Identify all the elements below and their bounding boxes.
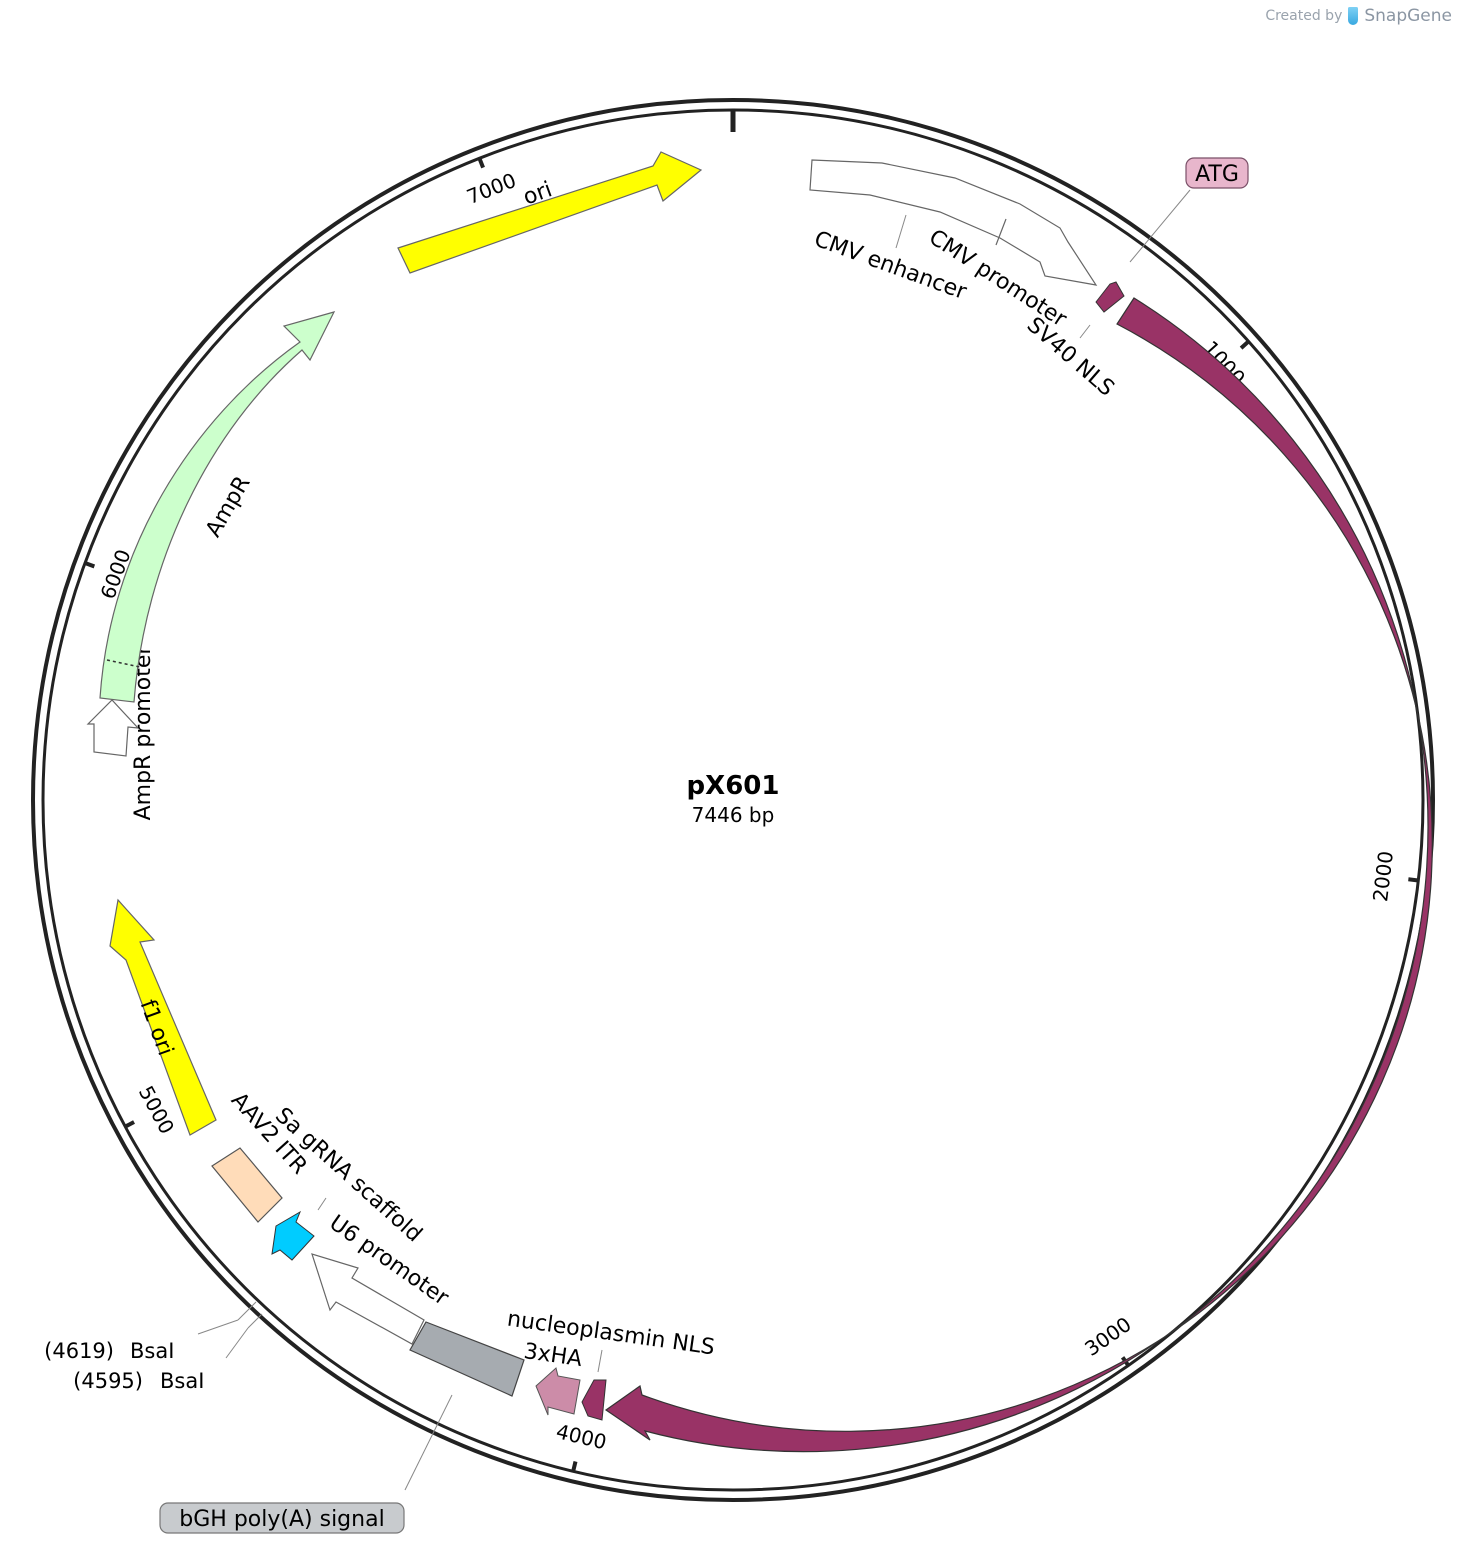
feature-sv40-nls-label: SV40 NLS bbox=[1022, 313, 1119, 402]
tick-5000 bbox=[124, 1120, 135, 1129]
tick-2000 bbox=[1408, 877, 1419, 883]
feature-aav2-itr[interactable] bbox=[211, 1147, 283, 1223]
tick-label-7000: 7000 bbox=[463, 168, 519, 209]
site-bsai-4619[interactable]: (4619) BsaI bbox=[44, 1301, 257, 1363]
feature-ampr-promoter[interactable] bbox=[86, 699, 140, 757]
feature-atg-label: ATG bbox=[1195, 162, 1239, 187]
feature-ori[interactable]: ori bbox=[397, 151, 703, 274]
tick-1000 bbox=[1239, 339, 1250, 350]
feature-3xha[interactable] bbox=[535, 1367, 581, 1416]
snapgene-logo-icon bbox=[1348, 7, 1359, 25]
feature-3xha-label: 3xHA bbox=[522, 1339, 584, 1372]
credit-prefix: Created by bbox=[1265, 8, 1343, 24]
site-bsai-4595-position: (4595) bbox=[73, 1369, 143, 1393]
feature-sacas9-label: SaCas9 bbox=[1272, 1013, 1323, 1098]
site-bsai-4595[interactable]: (4595) BsaI bbox=[73, 1313, 263, 1393]
snapgene-credit: Created by SnapGene bbox=[1265, 6, 1452, 26]
feature-cmv[interactable] bbox=[809, 159, 1098, 286]
feature-bgh-polya[interactable]: bGH poly(A) signal bbox=[159, 1321, 525, 1534]
tick-label-4000: 4000 bbox=[554, 1419, 609, 1454]
feature-bgh-polya-label: bGH poly(A) signal bbox=[179, 1507, 384, 1532]
site-bsai-4595-enzyme: BsaI bbox=[160, 1369, 204, 1393]
plasmid-name: pX601 bbox=[687, 771, 780, 801]
feature-ampr-label: AmpR bbox=[201, 472, 256, 541]
feature-sa-grna-scaffold[interactable] bbox=[271, 1197, 327, 1261]
tick-label-2000: 2000 bbox=[1368, 850, 1398, 903]
tick-7000 bbox=[477, 157, 485, 169]
feature-ampr[interactable]: AmpR bbox=[99, 311, 336, 703]
site-bsai-4619-enzyme: BsaI bbox=[130, 1339, 174, 1363]
tick-label-5000: 5000 bbox=[134, 1082, 179, 1138]
feature-u6-promoter[interactable] bbox=[311, 1253, 425, 1345]
backbone-outer bbox=[31, 98, 1435, 1502]
tick-6000 bbox=[84, 561, 96, 569]
feature-atg[interactable]: ATG bbox=[1185, 157, 1249, 189]
feature-sv40-nls[interactable] bbox=[1079, 281, 1125, 339]
plasmid-size: 7446 bp bbox=[692, 803, 775, 827]
feature-sacas9[interactable]: SaCas9 bbox=[604, 297, 1433, 1453]
credit-brand: SnapGene bbox=[1364, 6, 1452, 26]
tick-4000 bbox=[571, 1461, 578, 1472]
site-bsai-4619-position: (4619) bbox=[44, 1339, 114, 1363]
tick-label-3000: 3000 bbox=[1080, 1312, 1135, 1361]
feature-nucleoplasmin-nls[interactable] bbox=[581, 1349, 607, 1421]
